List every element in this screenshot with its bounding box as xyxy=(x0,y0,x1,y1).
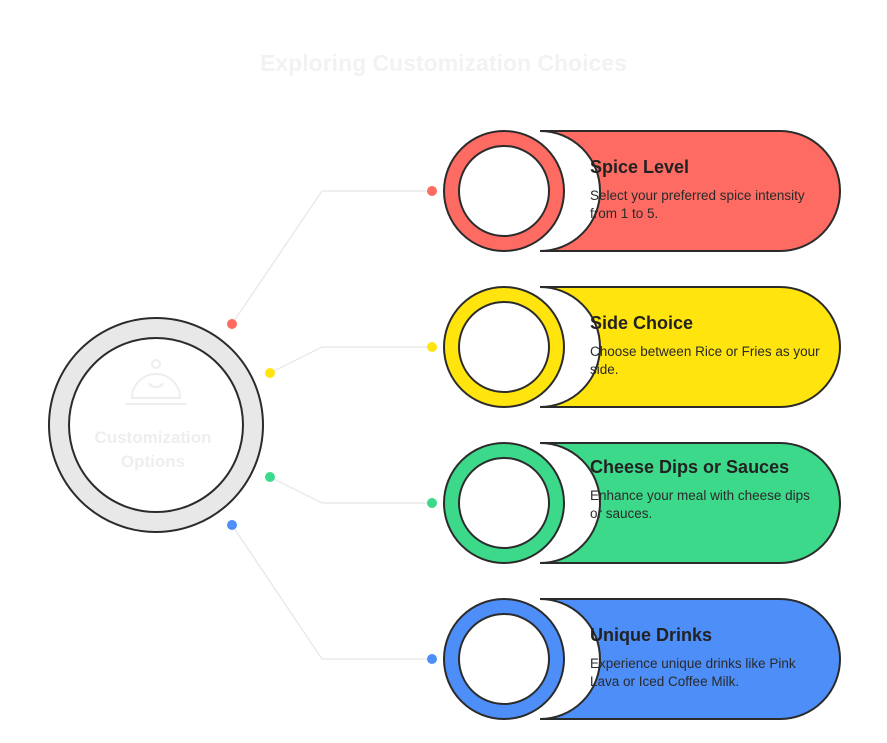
option-card-body xyxy=(539,598,841,720)
spicy-face-icon xyxy=(484,174,525,210)
serving-cloche-icon xyxy=(125,359,187,405)
card-connector-dot xyxy=(427,342,437,352)
option-ring-inner xyxy=(458,613,550,705)
card-connector-dot xyxy=(427,186,437,196)
option-title: Cheese Dips or Sauces xyxy=(590,457,790,477)
hub-label: Customization Options xyxy=(94,428,212,471)
option-spice-level-text: Spice Level Select your preferred spice … xyxy=(590,155,820,223)
option-card-cheese-dips xyxy=(443,442,841,564)
option-description: Select your preferred spice intensity fr… xyxy=(590,188,805,221)
connector-line-side-choice xyxy=(269,346,432,374)
connector-line-spice-level xyxy=(231,190,432,325)
hub-connector-dot xyxy=(265,368,275,378)
option-card-body xyxy=(539,130,841,252)
option-title: Side Choice xyxy=(590,313,694,333)
card-connector-dot xyxy=(427,654,437,664)
hub-connector-dot xyxy=(265,472,275,482)
option-cheese-dips-text: Cheese Dips or Sauces Enhance your meal … xyxy=(590,455,820,523)
iced-drinks-icon xyxy=(481,647,527,673)
option-description: Choose between Rice or Fries as your sid… xyxy=(590,344,820,377)
hub-connector-dot xyxy=(227,319,237,329)
option-side-choice-text: Side Choice Choose between Rice or Fries… xyxy=(590,311,820,379)
hub-connector-dot xyxy=(227,520,237,530)
page-title: Exploring Customization Choices xyxy=(260,50,627,76)
rice-bowl-icon xyxy=(483,324,527,364)
card-connector-dot xyxy=(427,498,437,508)
option-title: Spice Level xyxy=(590,157,690,177)
option-card-unique-drinks xyxy=(443,598,841,720)
connector-line-unique-drinks xyxy=(231,524,432,660)
option-unique-drinks-text: Unique Drinks Experience unique drinks l… xyxy=(590,623,820,691)
option-card-body xyxy=(539,442,841,564)
connector-line-cheese-dips xyxy=(269,476,432,504)
hub-circle xyxy=(48,317,264,533)
cheese-icon xyxy=(483,484,525,522)
option-description: Enhance your meal with cheese dips or sa… xyxy=(590,488,810,521)
option-card-spice-level xyxy=(443,130,841,252)
connector-lines xyxy=(231,190,432,660)
option-ring-inner xyxy=(458,457,550,549)
option-card-body xyxy=(539,286,841,408)
option-card-side-choice xyxy=(443,286,841,408)
option-description: Experience unique drinks like Pink Lava … xyxy=(590,656,796,689)
option-ring-inner xyxy=(458,145,550,237)
option-title: Unique Drinks xyxy=(590,625,713,645)
